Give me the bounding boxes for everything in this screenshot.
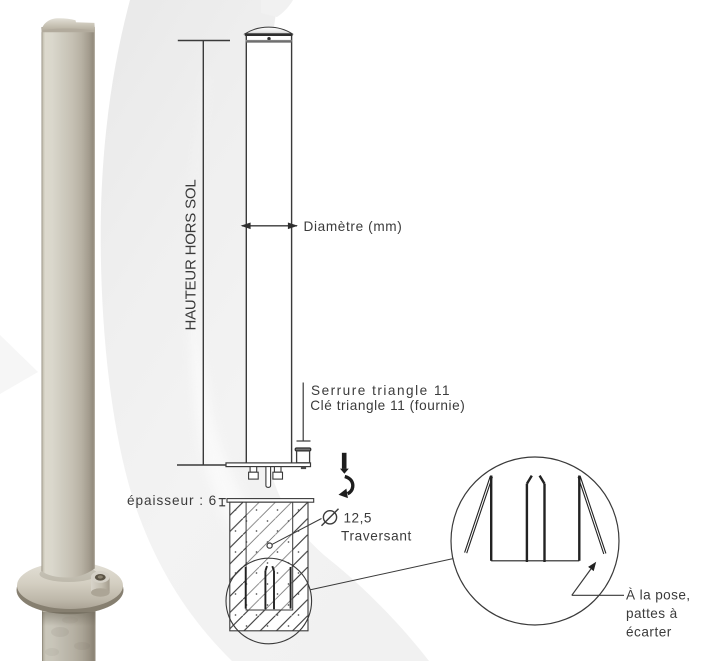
svg-text:écarter: écarter: [626, 625, 672, 640]
svg-text:Clé triangle 11 (fournie): Clé triangle 11 (fournie): [310, 398, 465, 413]
svg-text:12,5: 12,5: [344, 510, 372, 525]
svg-text:Traversant: Traversant: [341, 528, 412, 543]
svg-text:épaisseur : 6: épaisseur : 6: [127, 493, 217, 508]
svg-text:Serrure triangle 11: Serrure triangle 11: [311, 383, 451, 398]
svg-text:À la pose,: À la pose,: [626, 588, 690, 603]
svg-text:Diamètre (mm): Diamètre (mm): [304, 219, 403, 234]
svg-text:HAUTEUR HORS SOL: HAUTEUR HORS SOL: [183, 180, 200, 331]
svg-text:pattes à: pattes à: [626, 606, 678, 621]
